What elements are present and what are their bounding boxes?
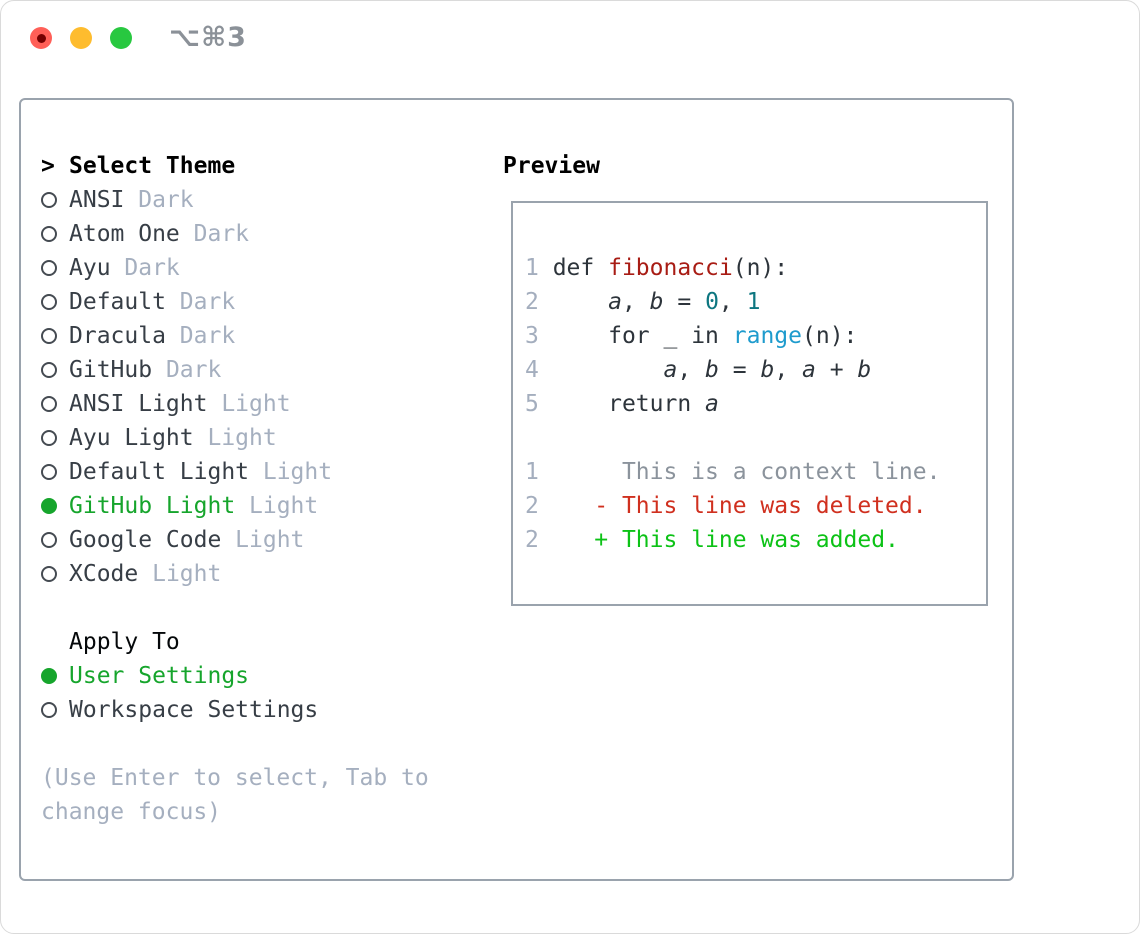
theme-name: Dracula	[69, 323, 166, 349]
radio-unchecked-icon	[41, 294, 69, 310]
diff-text: + This line was added.	[538, 527, 899, 553]
theme-name: Ayu	[69, 255, 111, 281]
theme-variant: Dark	[193, 221, 250, 247]
line-number: 5	[525, 391, 553, 417]
minimize-button[interactable]	[70, 27, 92, 49]
preview-title: Preview	[503, 153, 600, 179]
diff-preview: 1 This is a context line.2 - This line w…	[525, 455, 986, 557]
line-number: 4	[525, 357, 553, 383]
theme-variant: Dark	[179, 323, 236, 349]
theme-name: Atom One	[69, 221, 180, 247]
window-title: ⌥⌘3	[169, 22, 247, 53]
theme-name: XCode	[69, 561, 139, 587]
theme-option-atom-one[interactable]: Atom One Dark	[41, 217, 503, 251]
code-line: 3 for _ in range(n):	[525, 323, 858, 349]
radio-unchecked-icon	[41, 566, 69, 582]
hint-text: (Use Enter to select, Tab to change focu…	[41, 765, 429, 825]
theme-variant: Dark	[179, 289, 236, 315]
theme-name: ANSI Light	[69, 391, 208, 417]
close-button[interactable]	[30, 27, 52, 49]
radio-unchecked-icon	[41, 464, 69, 480]
preview-spacer	[525, 421, 986, 455]
theme-option-google-code[interactable]: Google Code Light	[41, 523, 503, 557]
theme-list-title: Select Theme	[69, 153, 236, 179]
code-line: 2 a, b = 0, 1	[525, 289, 761, 315]
radio-checked-icon	[41, 668, 69, 684]
theme-variant: Light	[207, 425, 277, 451]
zoom-button[interactable]	[110, 27, 132, 49]
radio-unchecked-icon	[41, 260, 69, 276]
theme-name: Google Code	[69, 527, 222, 553]
preview-box: 1 def fibonacci(n): 2 a, b = 0, 1 3 for _ …	[511, 201, 988, 606]
radio-unchecked-icon	[41, 430, 69, 446]
theme-name: Default	[69, 289, 166, 315]
selection-caret-icon: >	[41, 153, 55, 179]
theme-variant: Dark	[124, 255, 180, 281]
theme-variant: Light	[235, 527, 305, 553]
theme-option-default-light[interactable]: Default Light Light	[41, 455, 503, 489]
diff-text: - This line was deleted.	[538, 493, 927, 519]
diff-text: This is a context line.	[538, 459, 941, 485]
theme-variant: Dark	[138, 187, 194, 213]
preview-column: Preview 1 def fibonacci(n): 2 a, b = 0, 1…	[503, 149, 1012, 879]
radio-unchecked-icon	[41, 362, 69, 378]
apply-option-workspace-settings[interactable]: Workspace Settings	[41, 693, 503, 727]
theme-name: GitHub Light	[69, 493, 236, 519]
theme-option-ansi[interactable]: ANSI Dark	[41, 183, 503, 217]
theme-name: GitHub	[69, 357, 153, 383]
line-number: 2	[525, 527, 539, 553]
code-line: 4 a, b = b, a + b	[525, 357, 872, 383]
radio-unchecked-icon	[41, 702, 69, 718]
traffic-lights	[30, 27, 132, 49]
apply-to-title: Apply To	[69, 629, 180, 655]
titlebar: ⌥⌘3	[1, 1, 1139, 98]
code-preview: 1 def fibonacci(n): 2 a, b = 0, 1 3 for _ …	[525, 251, 986, 421]
theme-list-header: > Select Theme	[41, 149, 503, 183]
theme-name: Default Light	[69, 459, 250, 485]
apply-option-label: User Settings	[69, 663, 250, 689]
code-line: 1 def fibonacci(n):	[525, 255, 789, 281]
line-number: 1	[525, 255, 553, 281]
theme-option-default[interactable]: Default Dark	[41, 285, 503, 319]
radio-unchecked-icon	[41, 532, 69, 548]
diff-line-deleted: 2 - This line was deleted.	[525, 489, 986, 523]
line-number: 2	[525, 289, 553, 315]
line-number: 3	[525, 323, 553, 349]
theme-option-ayu-light[interactable]: Ayu Light Light	[41, 421, 503, 455]
theme-variant: Light	[152, 561, 222, 587]
code-line: 5 return a	[525, 391, 719, 417]
radio-unchecked-icon	[41, 396, 69, 412]
theme-option-github[interactable]: GitHub Dark	[41, 353, 503, 387]
radio-checked-icon	[41, 498, 69, 514]
radio-unchecked-icon	[41, 328, 69, 344]
theme-variant: Light	[262, 459, 333, 485]
radio-unchecked-icon	[41, 226, 69, 242]
line-number: 2	[525, 493, 539, 519]
theme-option-github-light[interactable]: GitHub Light Light	[41, 489, 503, 523]
theme-name: Ayu Light	[69, 425, 194, 451]
theme-option-xcode[interactable]: XCode Light	[41, 557, 503, 591]
apply-to-header: Apply To	[41, 625, 503, 659]
theme-option-dracula[interactable]: Dracula Dark	[41, 319, 503, 353]
theme-variant: Dark	[165, 357, 222, 383]
line-number: 1	[525, 459, 539, 485]
apply-option-user-settings[interactable]: User Settings	[41, 659, 503, 693]
apply-option-label: Workspace Settings	[69, 697, 319, 723]
diff-line-context: 1 This is a context line.	[525, 455, 986, 489]
theme-variant: Light	[221, 391, 291, 417]
theme-option-ayu[interactable]: Ayu Dark	[41, 251, 503, 285]
diff-line-added: 2 + This line was added.	[525, 523, 986, 557]
theme-name: ANSI	[69, 187, 125, 213]
theme-option-ansi-light[interactable]: ANSI Light Light	[41, 387, 503, 421]
preview-header: Preview	[503, 149, 1012, 183]
theme-variant: Light	[249, 493, 319, 519]
close-dot-icon	[36, 33, 46, 43]
radio-unchecked-icon	[41, 192, 69, 208]
